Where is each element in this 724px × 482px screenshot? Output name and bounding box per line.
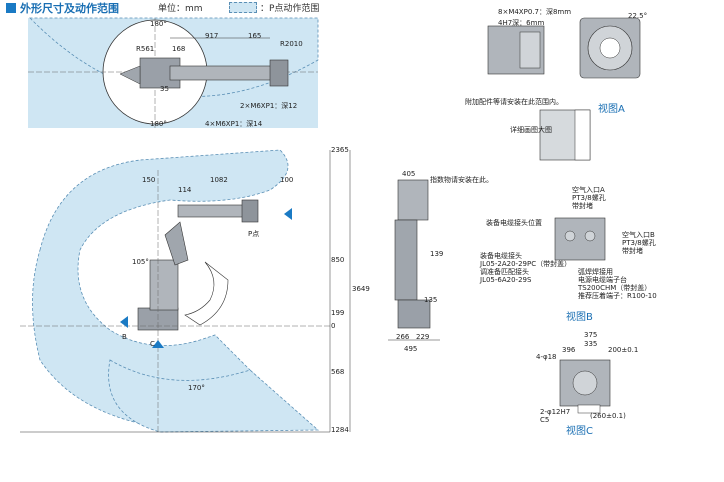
air-b-thread: PT3/8螺孔 bbox=[622, 239, 656, 247]
view-b-title: 视图B bbox=[566, 312, 593, 323]
dim-2365: 2365 bbox=[331, 146, 349, 154]
range-legend-swatch bbox=[229, 2, 257, 13]
dim-200-top: 200±0.1 bbox=[608, 346, 639, 354]
dim-568: 568 bbox=[331, 368, 345, 376]
unit-label: 单位：mm bbox=[158, 4, 203, 14]
dim-335-top: 335 bbox=[584, 340, 598, 348]
note-m4: 8×M4XP0.7：深8mm bbox=[498, 8, 572, 16]
cable-position: 装备电缆接头位置 bbox=[486, 219, 542, 227]
marker-b: B bbox=[122, 333, 127, 341]
view-a-title: 视图A bbox=[598, 104, 625, 115]
air-b-label: 空气入口B bbox=[622, 231, 655, 239]
dim-396: 396 bbox=[562, 346, 576, 354]
dim-375-top: 375 bbox=[584, 331, 598, 339]
view-a-graphic bbox=[487, 17, 641, 161]
terminal-block: 电源电缆端子台 bbox=[578, 276, 627, 284]
dim-r516: 35 bbox=[160, 85, 169, 93]
dim-917: 917 bbox=[205, 32, 219, 40]
note-4h7: 4H7深：6mm bbox=[498, 19, 545, 27]
side-view-range bbox=[20, 149, 351, 433]
dim-150: 150 bbox=[142, 176, 156, 184]
dim-r2010: R2010 bbox=[280, 40, 303, 48]
view-c-title: 视图C bbox=[566, 426, 593, 437]
dim-114: 114 bbox=[178, 186, 192, 194]
page-title: 外形尺寸及动作范围 bbox=[20, 2, 119, 15]
arrow-c-icon bbox=[152, 340, 164, 348]
mating-connector: 调准备匹配接头 bbox=[480, 268, 529, 276]
hole-4-18: 4-φ18 bbox=[536, 353, 557, 361]
legend-square-icon bbox=[6, 3, 16, 13]
arrow-a-icon bbox=[284, 208, 292, 220]
dim-495: 495 bbox=[404, 345, 418, 353]
note-m6-14: 4×M6XP1：深14 bbox=[205, 120, 263, 128]
front-view-graphic bbox=[388, 179, 440, 341]
note-attach: 附加配件等请安装在此范围内。 bbox=[465, 98, 563, 106]
dim-139: 139 bbox=[430, 250, 444, 258]
dim-266: 266 bbox=[396, 333, 410, 341]
dim-260: (260±0.1) bbox=[590, 412, 626, 420]
dim-100: 100 bbox=[280, 176, 294, 184]
note-front: 指数物请安装在此。 bbox=[430, 176, 493, 184]
note-detail: 详细画图大图 bbox=[510, 126, 552, 134]
chamfer-c5: C5 bbox=[540, 416, 550, 424]
view-b-graphic bbox=[554, 217, 606, 261]
dim-168: 168 bbox=[172, 45, 186, 53]
view-c-graphic bbox=[559, 359, 611, 414]
dim-135: 135 bbox=[424, 296, 438, 304]
dim-1284-right: 1284 bbox=[331, 426, 349, 434]
mating-part: JL05-6A20-29S bbox=[480, 276, 532, 284]
dim-top-180: 180° bbox=[150, 20, 167, 28]
air-a-thread: PT3/8螺孔 bbox=[572, 194, 606, 202]
dim-bottom-180: 180° bbox=[150, 120, 167, 128]
dim-199: 199 bbox=[331, 309, 345, 317]
dim-0: 0 bbox=[331, 322, 336, 330]
note-m6-12: 2×M6XP1：深12 bbox=[240, 102, 298, 110]
angle-170: 170° bbox=[188, 384, 205, 392]
cable-connector: 装备电缆接头 bbox=[480, 252, 522, 260]
dim-3649: 3649 bbox=[352, 285, 370, 293]
angle-22-5: 22.5° bbox=[628, 12, 648, 20]
air-a-label: 空气入口A bbox=[572, 186, 605, 194]
dim-165: 165 bbox=[248, 32, 262, 40]
connector-part: JL05-2A20-29PC（带封盖） bbox=[480, 260, 572, 268]
arc-weld: 弧焊焊接用 bbox=[578, 268, 613, 276]
crimp-terminal: 推荐压着端子：R100-10 bbox=[578, 292, 657, 300]
dim-850: 850 bbox=[331, 256, 345, 264]
arrow-b-icon bbox=[120, 316, 128, 328]
angle-105: 105° bbox=[132, 258, 149, 266]
p-point-label: P点 bbox=[248, 230, 260, 238]
hole-2-12: 2-φ12H7 bbox=[540, 408, 571, 416]
air-a-plug: 带封堵 bbox=[572, 202, 593, 210]
dim-r561: R561 bbox=[136, 45, 155, 53]
dim-1082: 1082 bbox=[210, 176, 228, 184]
marker-c: C bbox=[150, 340, 155, 348]
terminal-part: TS200CHM（带封盖） bbox=[578, 284, 652, 292]
dim-405: 405 bbox=[402, 170, 416, 178]
air-b-plug: 带封堵 bbox=[622, 247, 643, 255]
dim-229: 229 bbox=[416, 333, 430, 341]
top-view-range bbox=[28, 17, 319, 128]
range-legend-label: ：P点动作范围 bbox=[260, 4, 320, 14]
